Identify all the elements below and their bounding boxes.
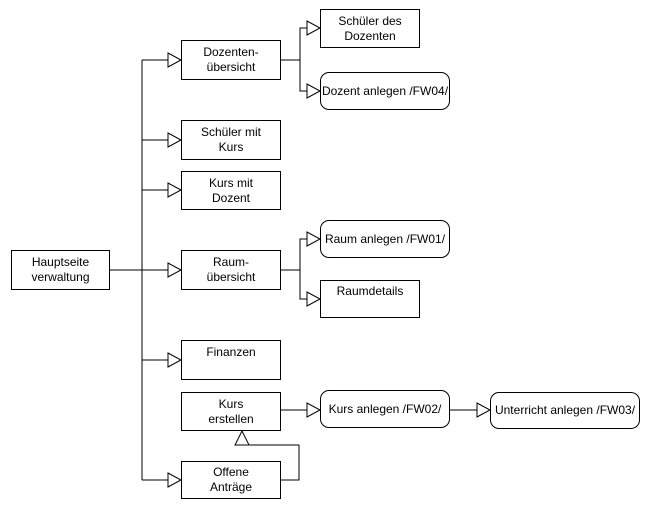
arrowhead-icon bbox=[167, 262, 183, 278]
node-label: Offene bbox=[213, 465, 249, 479]
node-label: Schüler mit bbox=[200, 125, 262, 139]
edge-hauptseite-to-raum-uebersicht bbox=[110, 262, 183, 278]
node-label: Schüler des bbox=[338, 13, 402, 28]
arrowhead-icon bbox=[306, 20, 322, 36]
node-label: Raum- bbox=[212, 255, 249, 269]
arrowhead-icon bbox=[167, 52, 183, 68]
arrowhead-icon bbox=[306, 83, 322, 99]
edge-raum-to-raumdetails bbox=[281, 269, 322, 307]
arrowhead-icon bbox=[167, 182, 183, 198]
arrowhead-icon bbox=[306, 402, 322, 418]
arrowhead-icon bbox=[167, 352, 183, 368]
node-label: Kurs bbox=[218, 396, 244, 411]
node-label: Raum anlegen /FW01/ bbox=[324, 231, 446, 246]
edge-offene-antraege-to-kurs-erstellen bbox=[234, 429, 300, 481]
arrowhead-icon bbox=[306, 231, 322, 247]
node-raum-anlegen-fw01[interactable]: Raum anlegen /FW01/ bbox=[320, 220, 450, 258]
node-label: verwaltung bbox=[31, 270, 90, 284]
node-label: Dozenten bbox=[344, 28, 396, 43]
node-label: übersicht bbox=[206, 60, 256, 74]
node-dozent-anlegen-fw04[interactable]: Dozent anlegen /FW04/ bbox=[320, 72, 450, 110]
node-label: Unterricht anlegen /FW03/ bbox=[494, 403, 636, 417]
node-label: Dozenten- bbox=[203, 45, 259, 59]
node-label: Raumdetails bbox=[336, 284, 404, 298]
edge-hauptseite-to-dozenten-uebersicht bbox=[142, 52, 183, 68]
arrowhead-icon bbox=[234, 429, 250, 446]
node-label: erstellen bbox=[208, 411, 254, 426]
node-label: Hauptseite bbox=[31, 255, 90, 269]
node-dozenten-uebersicht[interactable]: Dozenten-übersicht bbox=[181, 40, 281, 80]
node-raum-uebersicht[interactable]: Raum-übersicht bbox=[181, 250, 281, 290]
edge-hauptseite-to-schueler-mit-kurs bbox=[142, 132, 183, 148]
node-kurs-anlegen-fw02[interactable]: Kurs anlegen /FW02/ bbox=[320, 390, 450, 428]
arrowhead-icon bbox=[167, 472, 183, 488]
edge-hauptseite-to-offene-antraege bbox=[142, 472, 183, 488]
edge-hauptseite-to-finanzen bbox=[142, 352, 183, 368]
edge-kurs-erstellen-to-kurs-anlegen bbox=[281, 402, 322, 418]
node-label bbox=[321, 299, 419, 314]
node-unterricht-anlegen-fw03[interactable]: Unterricht anlegen /FW03/ bbox=[490, 392, 640, 429]
edge-hauptseite-to-kurs-mit-dozent bbox=[142, 182, 183, 198]
edge-dozenten-to-dozent-anlegen bbox=[281, 59, 322, 99]
node-label: Kurs mit bbox=[208, 175, 253, 190]
edge-kurs-anlegen-to-unterricht-anlegen bbox=[450, 402, 492, 418]
node-label: Finanzen bbox=[206, 345, 256, 359]
node-raumdetails[interactable]: Raumdetails bbox=[320, 280, 420, 318]
arrowhead-icon bbox=[306, 291, 322, 307]
arrowhead-icon bbox=[476, 402, 492, 418]
node-label: übersicht bbox=[206, 270, 256, 284]
edge-dozenten-to-schueler-des-dozenten bbox=[281, 20, 322, 61]
node-label: Dozent anlegen /FW04/ bbox=[321, 83, 449, 98]
node-label: Anträge bbox=[209, 480, 253, 494]
node-label: Kurs bbox=[218, 140, 244, 154]
edge-raum-to-raum-anlegen bbox=[281, 231, 322, 271]
node-label bbox=[182, 360, 280, 375]
node-label: Dozent bbox=[211, 190, 251, 205]
node-finanzen[interactable]: Finanzen bbox=[181, 340, 281, 380]
node-label: Kurs anlegen /FW02/ bbox=[328, 401, 442, 416]
arrowhead-icon bbox=[167, 132, 183, 148]
